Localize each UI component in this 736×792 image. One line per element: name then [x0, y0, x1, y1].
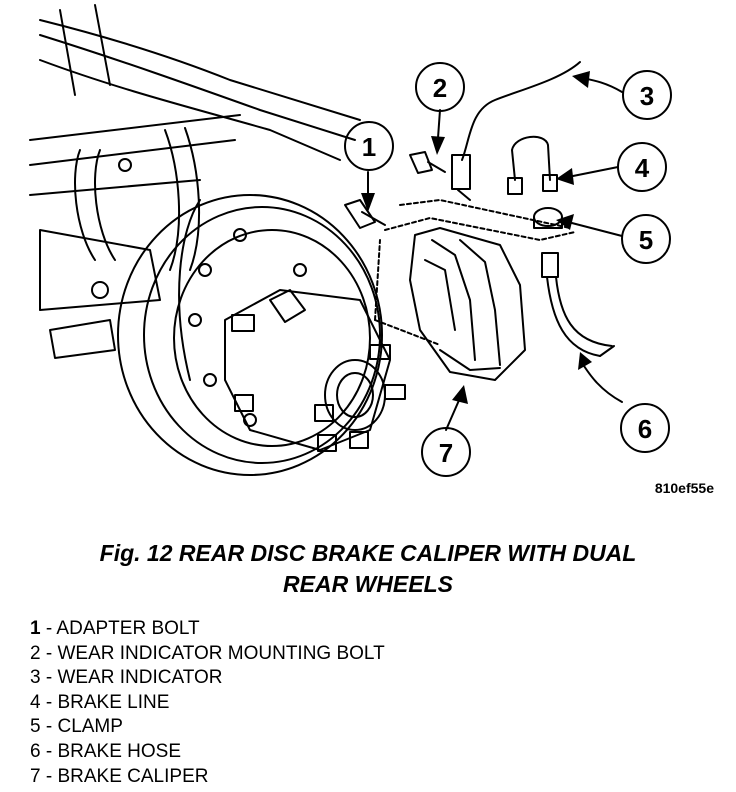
legend-number: 4 [30, 691, 41, 713]
brake-line [507, 135, 558, 195]
legend-number: 7 [30, 765, 41, 787]
legend-separator: - [40, 716, 58, 738]
caption-line-1: Fig. 12 REAR DISC BRAKE CALIPER WITH DUA… [99, 540, 637, 566]
legend-number: 2 [30, 642, 41, 664]
legend-item: 4 - BRAKE LINE [30, 691, 385, 716]
legend-separator: - [40, 667, 58, 689]
caption-line-2: REAR WHEELS [283, 571, 453, 597]
callout-6: 6 [638, 414, 652, 444]
legend-item: 7 - BRAKE CALIPER [30, 765, 385, 790]
legend-item: 1 - ADAPTER BOLT [30, 617, 385, 642]
adapter-outline [374, 199, 576, 346]
callout-7: 7 [439, 438, 453, 468]
legend-item: 3 - WEAR INDICATOR [30, 666, 385, 691]
legend-separator: - [40, 740, 58, 762]
axle-u-bolts [39, 127, 201, 359]
legend-number: 5 [30, 716, 41, 738]
legend-number: 1 [30, 618, 41, 639]
callout-circles [344, 62, 672, 477]
legend-number: 6 [30, 740, 41, 762]
legend-label: BRAKE CALIPER [57, 765, 209, 787]
brake-caliper-illustration: 1 2 3 4 5 6 7 [29, 4, 672, 477]
legend-item: 6 - BRAKE HOSE [30, 740, 385, 765]
legend-separator: - [40, 691, 58, 713]
legend-separator: - [40, 642, 58, 664]
legend-item: 2 - WEAR INDICATOR MOUNTING BOLT [30, 642, 385, 667]
brake-hose [541, 252, 615, 357]
callout-3: 3 [640, 81, 654, 111]
legend-label: BRAKE LINE [57, 691, 170, 713]
legend-separator: - [40, 618, 57, 639]
callout-4: 4 [635, 153, 650, 183]
figure-image-code: 810ef55e [654, 480, 714, 496]
wear-indicator-bolt [409, 151, 446, 174]
callout-leaders [367, 77, 623, 431]
callout-arrowheads [361, 71, 592, 404]
wheel-hub [224, 289, 406, 452]
parts-legend: 1 - ADAPTER BOLT 2 - WEAR INDICATOR MOUN… [30, 617, 385, 789]
legend-label: BRAKE HOSE [57, 740, 182, 762]
adapter-bolt [344, 199, 386, 229]
legend-label: CLAMP [57, 716, 123, 738]
legend-label: ADAPTER BOLT [56, 618, 200, 639]
legend-label: WEAR INDICATOR [57, 667, 223, 689]
callout-1: 1 [362, 132, 376, 162]
legend-number: 3 [30, 667, 41, 689]
leaf-spring [29, 4, 361, 196]
legend-label: WEAR INDICATOR MOUNTING BOLT [57, 642, 385, 664]
brake-caliper [409, 227, 526, 381]
wear-indicator-wire [451, 61, 581, 201]
figure-caption: Fig. 12 REAR DISC BRAKE CALIPER WITH DUA… [20, 538, 716, 600]
brake-rotor [117, 194, 383, 476]
legend-separator: - [40, 765, 58, 787]
callout-2: 2 [433, 73, 447, 103]
callout-5: 5 [639, 225, 653, 255]
legend-item: 5 - CLAMP [30, 715, 385, 740]
